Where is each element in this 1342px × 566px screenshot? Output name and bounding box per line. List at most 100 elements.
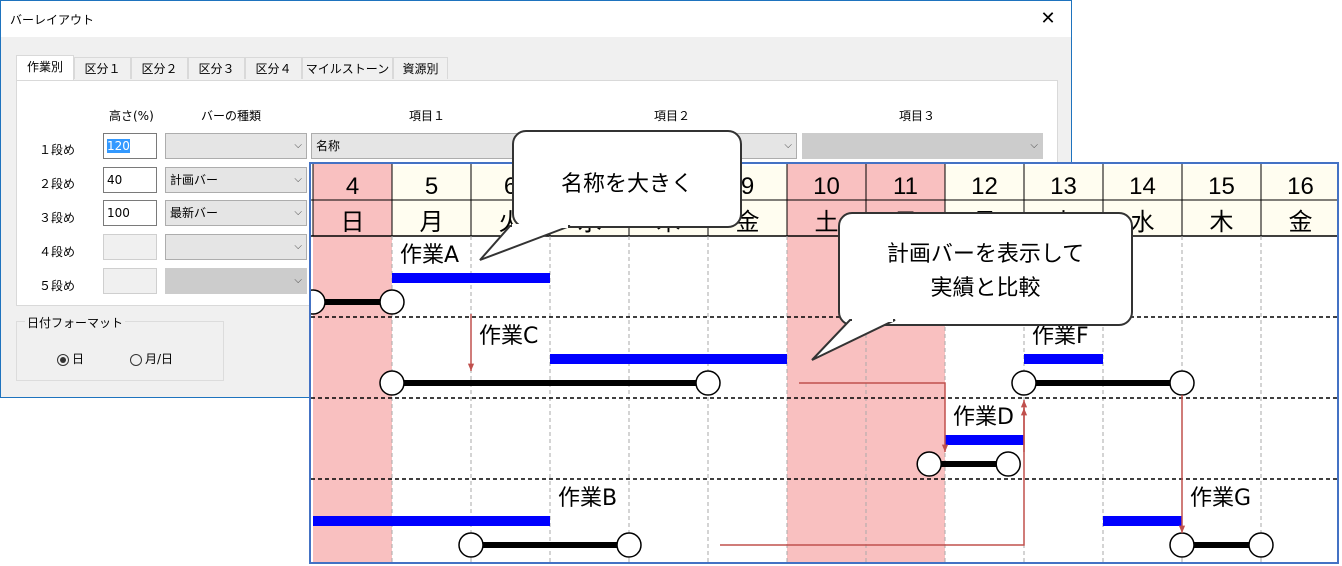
milestone-node (1248, 532, 1274, 558)
radio-day-label: 日 (72, 352, 85, 366)
holiday-column (313, 164, 392, 562)
header-item-3: 項目３ (899, 109, 936, 123)
title-bar: バーレイアウト ✕ (1, 1, 1071, 37)
plan-bar (550, 354, 787, 364)
height-input-row1[interactable]: 120 (103, 133, 157, 159)
row-label: ３段め (39, 211, 76, 225)
header-height: 高さ(%) (109, 109, 154, 123)
day-number: 14 (1129, 173, 1156, 200)
tab-category-3[interactable]: 区分３ (188, 57, 245, 79)
chevron-down-icon: ⌵ (294, 275, 302, 286)
row-label: ４段め (39, 245, 76, 259)
date-format-title: 日付フォーマット (25, 314, 126, 331)
weekday-label: 土 (815, 208, 839, 236)
day-number: 11 (893, 173, 918, 200)
bar-type-select-row4[interactable]: ⌵ (165, 234, 307, 260)
header-cell (1182, 166, 1261, 236)
tab-milestone[interactable]: マイルストーン (302, 57, 393, 79)
weekday-label: 月 (420, 208, 444, 236)
task-label: 作業B (558, 486, 617, 511)
callout-text: 実績と比較 (930, 276, 1041, 301)
tab-by-resource[interactable]: 資源別 (393, 57, 448, 79)
dependency-arrowhead (1020, 400, 1028, 408)
milestone-node (1011, 370, 1037, 396)
item3-select-row1: ⌵ (802, 133, 1043, 159)
callout-enlarge-name: 名称を大きく (512, 130, 742, 228)
date-format-group: 日付フォーマット 日 月/日 (16, 314, 224, 381)
callout-tail (479, 225, 571, 261)
day-number: 12 (971, 173, 998, 200)
row-label: ５段め (39, 279, 76, 293)
plan-bar (945, 435, 1024, 445)
radio-dot-icon (57, 353, 69, 366)
header-item-2: 項目２ (654, 109, 691, 123)
header-item-1: 項目１ (409, 109, 446, 123)
milestone-node (916, 451, 942, 477)
row-label: ２段め (39, 177, 76, 191)
task-label: 作業G (1190, 486, 1251, 511)
weekday-label: 日 (341, 208, 365, 236)
bar-type-select-row3[interactable]: 最新バー ⌵ (165, 200, 307, 226)
milestone-node (311, 289, 326, 315)
chevron-down-icon: ⌵ (784, 140, 792, 151)
dependency-arrowhead (1020, 408, 1028, 416)
tab-category-2[interactable]: 区分２ (131, 57, 188, 79)
milestone-node (1169, 370, 1195, 396)
task-label: 作業F (1032, 324, 1089, 349)
plan-bar (1024, 354, 1103, 364)
dependency-link (799, 382, 946, 452)
chevron-down-icon: ⌵ (294, 241, 302, 252)
bar-type-select-row2[interactable]: 計画バー ⌵ (165, 167, 307, 193)
day-number: 15 (1208, 173, 1235, 200)
height-input-row4 (103, 234, 157, 260)
day-number: 5 (425, 173, 438, 200)
day-number: 13 (1050, 173, 1077, 200)
callout-tail (811, 319, 896, 361)
weekday-label: 木 (1210, 208, 1234, 236)
row-label: １段め (39, 143, 76, 157)
height-input-row2[interactable]: 40 (103, 167, 157, 193)
bar-type-value: 最新バー (170, 206, 219, 220)
tab-category-4[interactable]: 区分４ (245, 57, 302, 79)
header-bar-type: バーの種類 (201, 109, 262, 123)
day-number: 16 (1287, 173, 1314, 200)
milestone-node (995, 451, 1021, 477)
chevron-down-icon: ⌵ (294, 174, 302, 185)
dependency-arrowhead (941, 444, 949, 452)
item1-value: 名称 (316, 139, 341, 153)
radio-dot-icon (130, 353, 142, 366)
height-input-row3[interactable]: 100 (103, 200, 157, 226)
task-label: 作業A (400, 243, 459, 268)
milestone-node (616, 532, 642, 558)
day-number: 10 (813, 173, 840, 200)
chevron-down-icon: ⌵ (294, 207, 302, 218)
callout-text: 計画バーを表示して (886, 242, 1085, 267)
chevron-down-icon: ⌵ (294, 140, 302, 151)
chevron-down-icon: ⌵ (1030, 140, 1038, 151)
task-label: 作業D (953, 405, 1014, 430)
day-number: 9 (741, 173, 754, 200)
height-input-row5 (103, 268, 157, 294)
milestone-node (695, 370, 721, 396)
milestone-node (379, 289, 405, 315)
header-cell (1261, 166, 1337, 236)
weekday-label: 金 (1289, 208, 1313, 236)
plan-bar (1103, 516, 1182, 526)
task-label: 作業C (479, 324, 538, 349)
callout-text: 名称を大きく (560, 172, 693, 197)
tab-by-task[interactable]: 作業別 (16, 55, 74, 81)
milestone-node (458, 532, 484, 558)
window-title: バーレイアウト (10, 13, 95, 27)
close-button[interactable]: ✕ (1040, 8, 1056, 29)
header-cell (392, 166, 471, 236)
radio-day[interactable]: 日 (57, 350, 84, 367)
tab-category-1[interactable]: 区分１ (74, 57, 131, 79)
radio-month-day[interactable]: 月/日 (130, 350, 173, 367)
plan-bar (392, 273, 550, 283)
bar-type-value: 計画バー (170, 173, 219, 187)
weekday-label: 水 (1131, 208, 1155, 236)
day-number: 4 (346, 173, 359, 200)
bar-type-select-row1[interactable]: ⌵ (165, 133, 307, 159)
height-value: 120 (107, 139, 130, 153)
callout-pointer (811, 318, 896, 361)
